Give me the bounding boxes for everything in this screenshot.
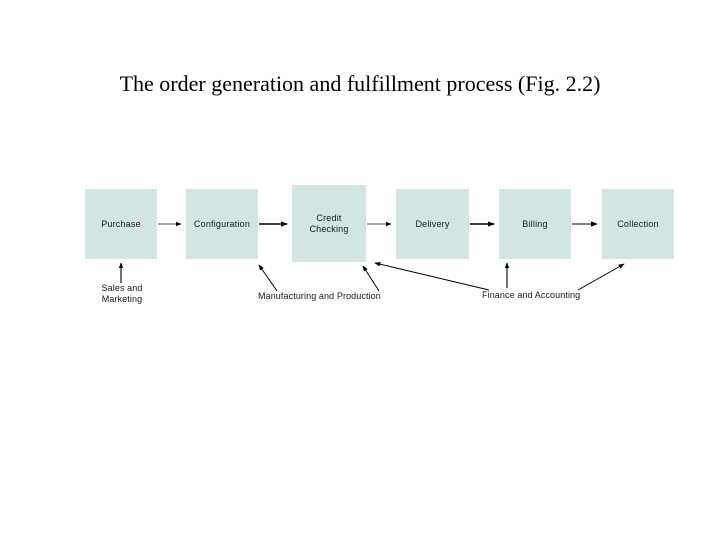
process-box-label: Billing <box>522 218 548 229</box>
process-box-delivery[interactable]: Delivery <box>396 189 469 259</box>
page-title: The order generation and fulfillment pro… <box>119 71 601 96</box>
functional-area-label-line1: Sales and <box>101 283 143 293</box>
process-box-label: Delivery <box>415 218 450 229</box>
process-box-label-line2: Checking <box>309 223 349 234</box>
process-box-collection[interactable]: Collection <box>602 189 674 259</box>
process-box-label-line1: Credit <box>316 212 342 223</box>
process-box-label: Collection <box>617 218 659 229</box>
process-box-configuration[interactable]: Configuration <box>186 189 258 259</box>
process-box-label: Credit Checking <box>309 213 348 235</box>
feed-arrow-manufacturing-to-configuration <box>258 264 278 292</box>
feed-arrow-finance-to-collection <box>577 263 625 291</box>
process-box-label: Purchase <box>101 218 141 229</box>
functional-area-label-sales-and-marketing: Sales and Marketing <box>88 283 156 305</box>
feed-arrow-manufacturing-to-credit-checking <box>362 265 380 292</box>
process-box-credit-checking[interactable]: Credit Checking <box>292 185 366 262</box>
process-box-label: Configuration <box>193 218 251 229</box>
feed-arrow-finance-to-delivery <box>374 262 490 291</box>
functional-area-label-finance-and-accounting: Finance and Accounting <box>482 290 581 300</box>
functional-area-label-line2: Marketing <box>101 294 143 304</box>
process-box-billing[interactable]: Billing <box>499 189 571 259</box>
process-box-purchase[interactable]: Purchase <box>85 189 157 259</box>
functional-area-label-manufacturing-and-production: Manufacturing and Production <box>258 291 381 301</box>
